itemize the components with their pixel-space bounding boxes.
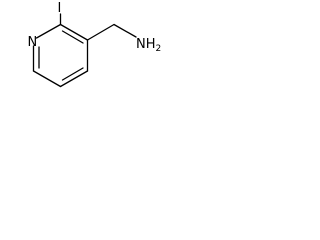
bond-c5-c6 (32, 70, 62, 88)
bond-ch2-amine (113, 23, 137, 38)
bond-c3-ch2 (86, 23, 115, 41)
bond-c4-c5-inner (61, 67, 84, 81)
structure-canvas: N I NH2 (0, 0, 166, 123)
bond-c2-c3 (59, 23, 89, 41)
pyridine-ring (32, 23, 89, 88)
substituents (59, 13, 137, 41)
amine-text: NH (136, 37, 156, 52)
bond-c4-c5 (59, 70, 89, 88)
atom-label-ring-nitrogen: N (28, 35, 38, 50)
bond-n1-c2 (35, 23, 62, 39)
amine-subscript: 2 (156, 44, 162, 54)
atom-label-iodine: I (58, 1, 62, 16)
atom-label-amine: NH2 (136, 37, 161, 54)
molecule-structure: N I NH2 (28, 1, 161, 88)
bond-c2-c3-inner (61, 30, 84, 44)
